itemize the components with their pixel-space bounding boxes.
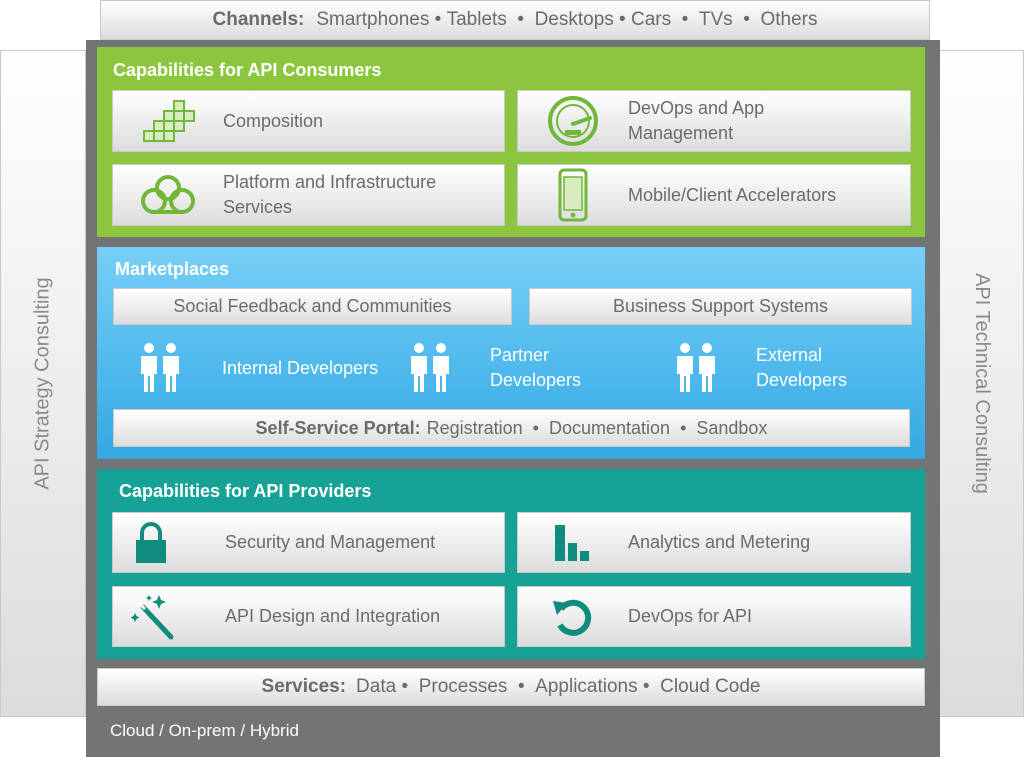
- bullet: •: [671, 9, 699, 30]
- bullet: •: [670, 417, 697, 438]
- channel-item: Cars: [631, 9, 672, 30]
- providers-title: Capabilities for API Providers: [119, 481, 372, 501]
- blocks-icon: [113, 97, 223, 145]
- social-feedback-pill: Social Feedback and Communities: [113, 288, 512, 325]
- internal-developers-label: Internal Developers: [222, 357, 379, 378]
- api-strategy-consulting-bar: API Strategy Consulting: [0, 50, 86, 717]
- channel-item: Smartphones: [316, 9, 430, 30]
- composition-cell: Composition: [112, 90, 505, 152]
- partner-developers-group: Partner Developers: [408, 342, 610, 394]
- magic-wand-icon: [113, 593, 193, 641]
- devops-app-management-label: DevOps and App Management: [628, 98, 765, 143]
- channel-item: TVs: [698, 9, 733, 30]
- composition-label: Composition: [223, 110, 324, 131]
- external-developers-label: External Developers: [756, 345, 848, 390]
- platform-infrastructure-cell: Platform and Infrastructure Services: [112, 164, 505, 226]
- marketplaces-title: Marketplaces: [115, 259, 230, 279]
- portal-item: Documentation: [548, 417, 671, 438]
- self-service-portal-bar: Self-Service Portal: Registration • Docu…: [113, 409, 910, 447]
- api-technical-consulting-label: API Technical Consulting: [970, 273, 993, 494]
- api-design-integration-label: API Design and Integration: [225, 606, 441, 626]
- people-icon: [677, 343, 715, 392]
- bullet: •: [506, 9, 535, 30]
- gauge-icon: [518, 94, 628, 148]
- portal-item: Registration: [426, 417, 523, 438]
- business-support-pill: Business Support Systems: [529, 288, 912, 325]
- bullet: •: [732, 9, 761, 30]
- service-item: Cloud Code: [660, 676, 761, 697]
- services-bar: Services: Data • Processes • Application…: [97, 668, 925, 706]
- service-item: Applications: [535, 676, 638, 697]
- security-management-cell: Security and Management: [112, 512, 505, 573]
- cloud-icon: [113, 173, 223, 217]
- bullet: •: [522, 417, 549, 438]
- external-developers-group: External Developers: [674, 342, 876, 394]
- phone-icon: [518, 168, 628, 222]
- service-item: Data: [356, 676, 397, 697]
- devops-app-management-cell: DevOps and App Management: [517, 90, 911, 152]
- internal-developers-group: Internal Developers: [138, 342, 378, 394]
- bullet: •: [613, 9, 631, 30]
- api-technical-consulting-bar: API Technical Consulting: [938, 50, 1024, 717]
- mobile-client-accelerators-label: Mobile/Client Accelerators: [628, 184, 837, 205]
- deployment-options: Cloud / On-prem / Hybrid: [110, 721, 299, 740]
- channel-item: Others: [760, 9, 818, 30]
- platform-infrastructure-label: Platform and Infrastructure Services: [223, 172, 437, 217]
- bar-chart-icon: [518, 523, 628, 563]
- security-management-label: Security and Management: [225, 532, 436, 552]
- services-label: Services:: [261, 676, 347, 697]
- api-design-integration-cell: API Design and Integration: [112, 586, 505, 647]
- mobile-client-accelerators-cell: Mobile/Client Accelerators: [517, 164, 911, 226]
- consumers-title: Capabilities for API Consumers: [113, 60, 382, 80]
- people-icon: [411, 343, 449, 392]
- devops-for-api-label: DevOps for API: [628, 606, 753, 626]
- service-item: Processes: [418, 676, 508, 697]
- channel-item: Desktops: [534, 9, 614, 30]
- channel-item: Tablets: [446, 9, 507, 30]
- people-icon: [141, 343, 179, 392]
- portal-item: Sandbox: [696, 417, 768, 438]
- bullet: •: [507, 676, 536, 697]
- devops-for-api-cell: DevOps for API: [517, 586, 911, 647]
- channels-bar: Channels: Smartphones • Tablets • Deskto…: [100, 0, 930, 40]
- analytics-metering-label: Analytics and Metering: [628, 532, 811, 552]
- api-strategy-consulting-label: API Strategy Consulting: [31, 277, 54, 490]
- channels-label: Channels:: [212, 9, 305, 30]
- bullet: •: [637, 676, 661, 697]
- self-service-portal-label: Self-Service Portal:: [255, 417, 421, 438]
- analytics-metering-cell: Analytics and Metering: [517, 512, 911, 573]
- bullet: •: [396, 676, 419, 697]
- lock-icon: [113, 521, 189, 564]
- partner-developers-label: Partner Developers: [490, 345, 582, 390]
- refresh-icon: [518, 595, 628, 639]
- bullet: •: [429, 9, 447, 30]
